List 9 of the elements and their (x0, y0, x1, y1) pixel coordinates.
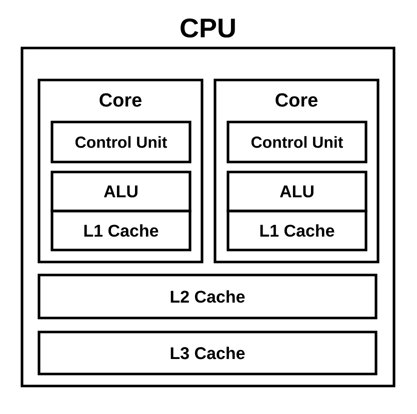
cache-box: L3 Cache (38, 330, 378, 376)
unit-box: ALU (226, 170, 368, 212)
cache-box: L2 Cache (38, 274, 378, 320)
cache-box: L1 Cache (226, 210, 368, 252)
node-label: CPU (180, 18, 235, 38)
unit-box: ALU (50, 170, 192, 212)
cache-box: L1 Cache (50, 210, 192, 252)
unit-box: Control Unit (226, 120, 368, 164)
unit-box: Control Unit (50, 120, 192, 164)
